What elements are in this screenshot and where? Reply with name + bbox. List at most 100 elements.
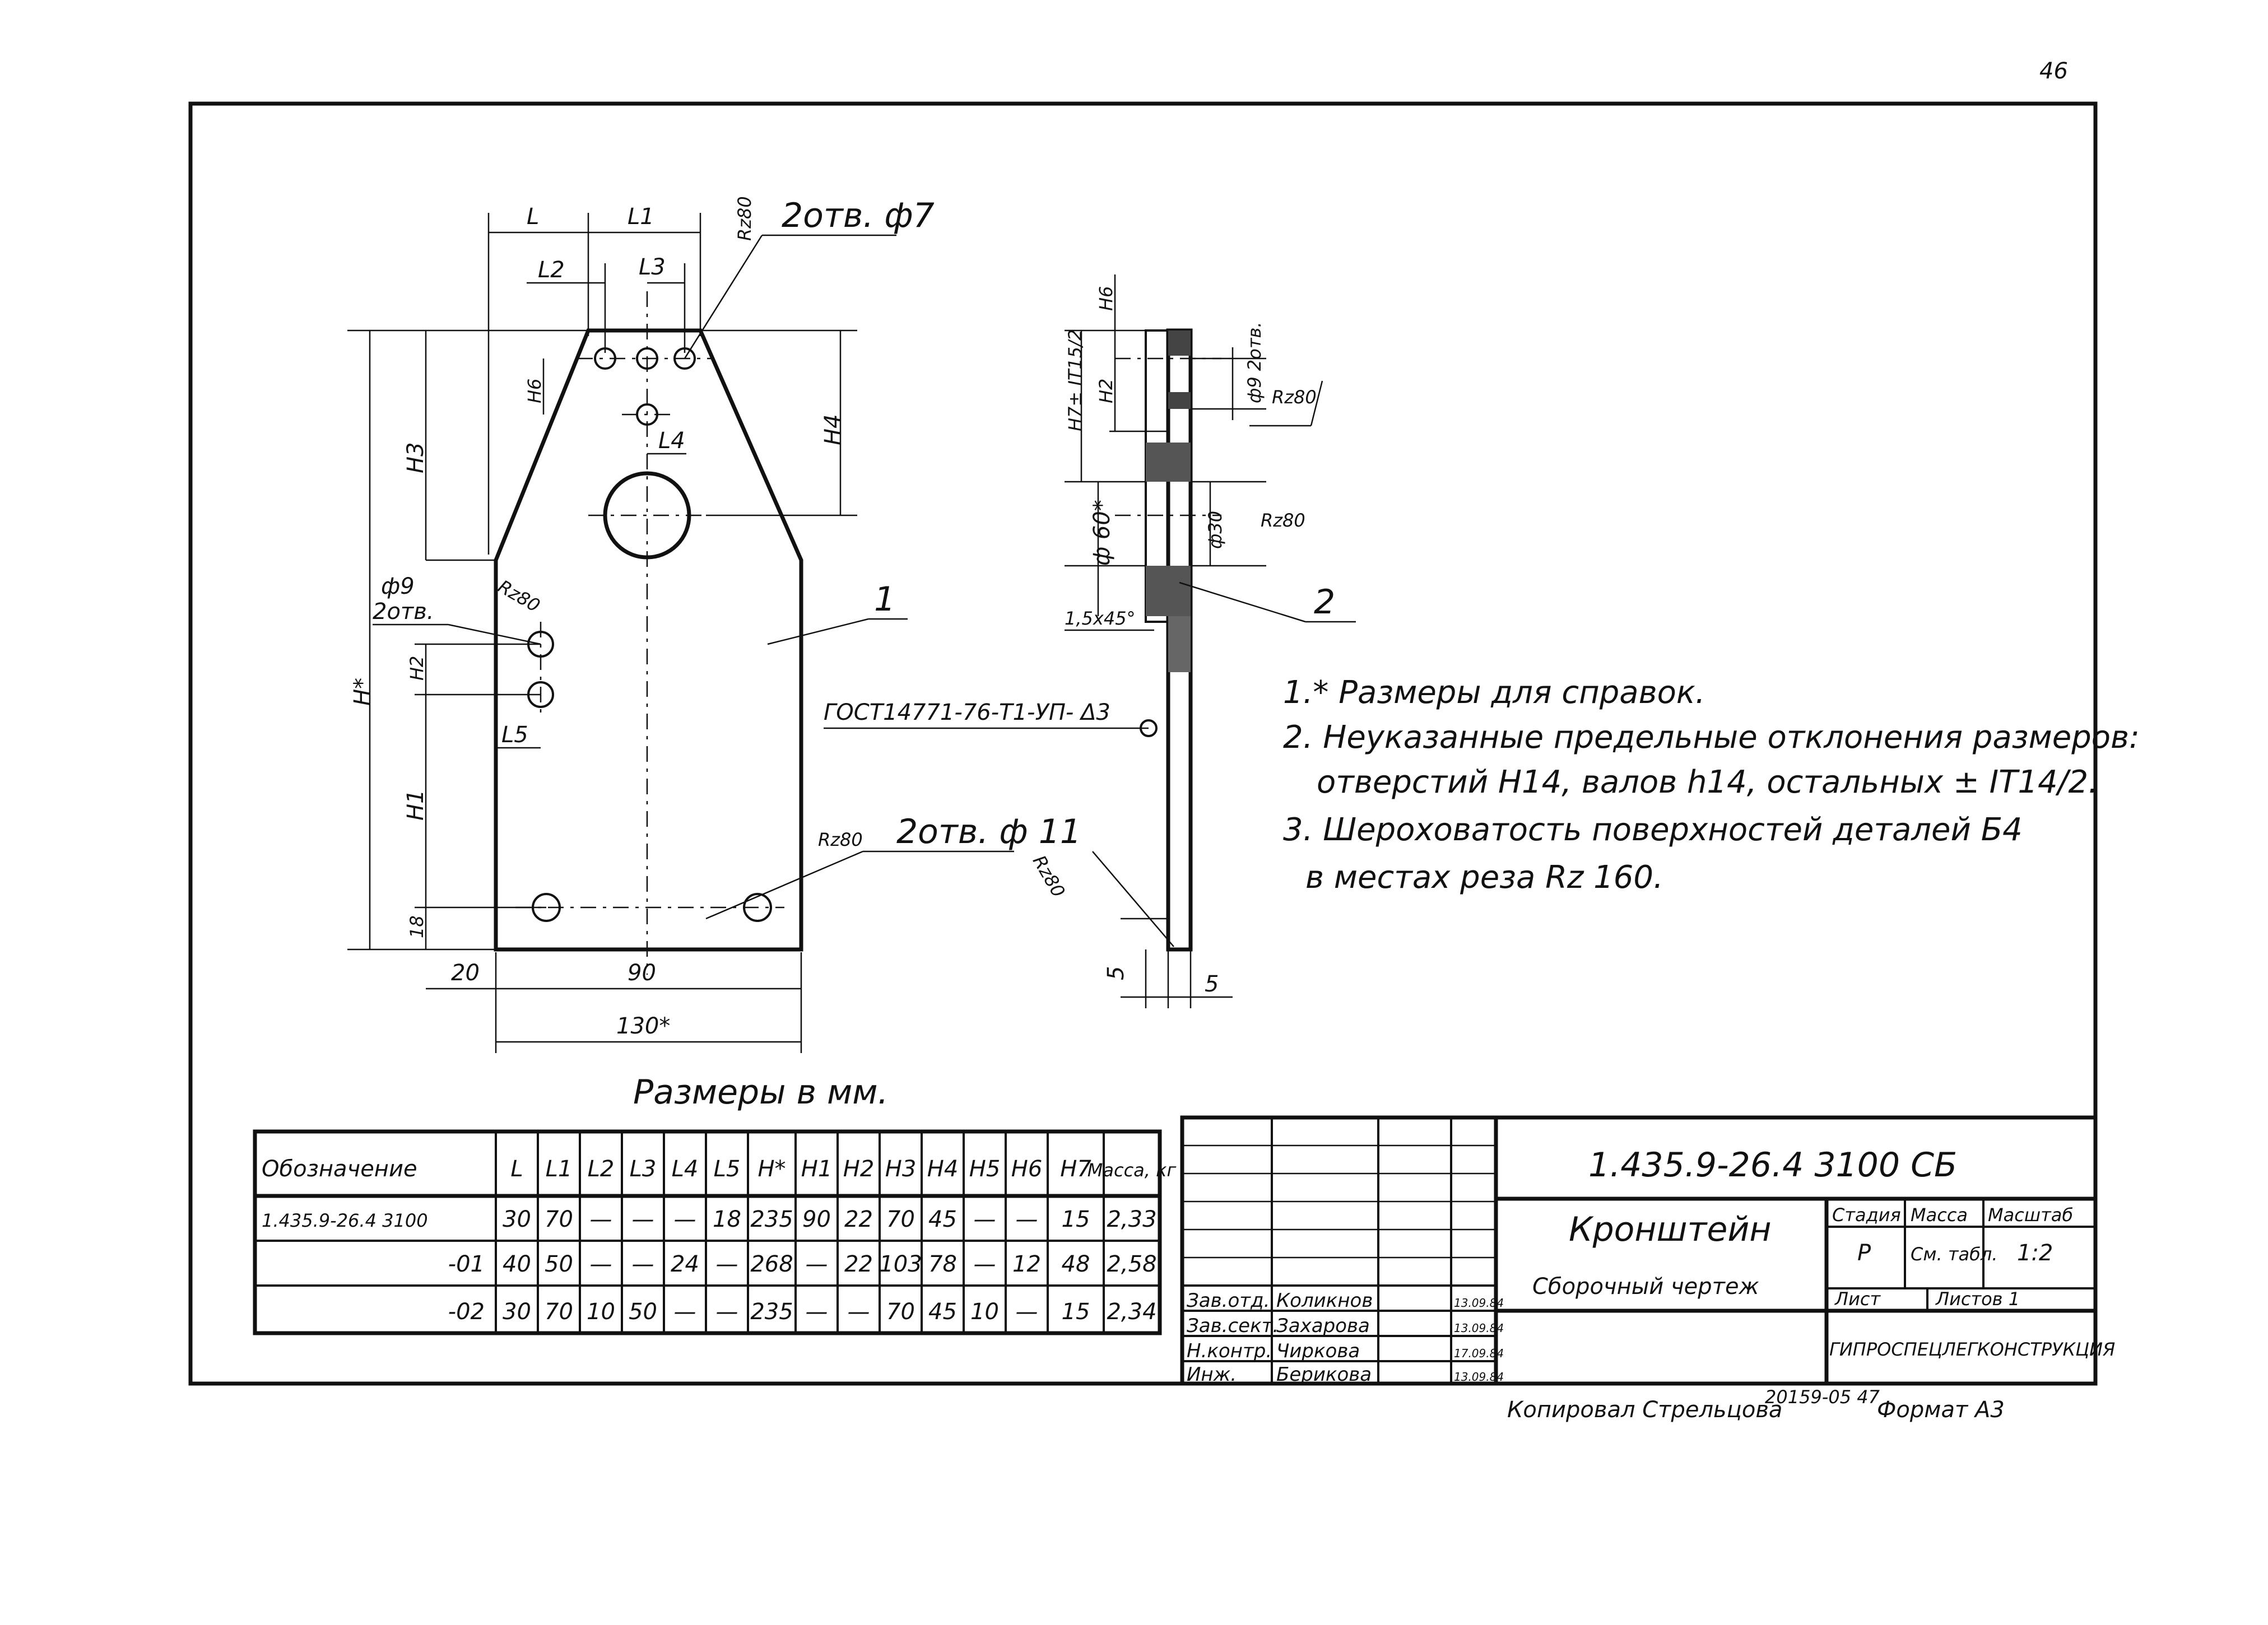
callout-holes-9-left: ф9 xyxy=(381,574,415,599)
dim-L2: L2 xyxy=(538,257,565,283)
signer-date: 13.09.84 xyxy=(1454,1296,1504,1310)
title-block: 1.435.9-26.4 3100 СБ Кронштейн Сборочный… xyxy=(1180,1115,2115,1386)
front-view: L L1 L2 L3 L4 L5 2отв. ф7 Rz80 H* H3 H1 … xyxy=(347,196,1081,1053)
table-cell: 78 xyxy=(928,1251,957,1277)
stage-label: Стадия xyxy=(1832,1204,1901,1226)
table-cell: — xyxy=(590,1251,612,1277)
callout-holes-9-left-count: 2отв. xyxy=(373,599,434,625)
dim-H6-front: H6 xyxy=(524,379,545,403)
table-cell: 1.435.9-26.4 3100 xyxy=(262,1210,428,1231)
weld-callout: ГОСТ14771-76-Т1-УП- Δ3 xyxy=(824,700,1110,725)
table-cell: 15 xyxy=(1062,1207,1090,1232)
dim-H-star: H* xyxy=(350,678,375,706)
note-2-cont: отверстий Н14, валов h14, остальных ± IT… xyxy=(1317,764,2098,800)
table-cell: 22 xyxy=(844,1251,873,1277)
table-header-cell: H2 xyxy=(843,1156,875,1182)
table-cell: 50 xyxy=(629,1299,657,1325)
table-cell: 10 xyxy=(970,1299,999,1325)
callout-holes-7: 2отв. ф7 xyxy=(782,196,935,235)
notes: 1.* Размеры для справок. 2. Неуказанные … xyxy=(1283,674,2140,896)
table-cell: 24 xyxy=(671,1251,699,1277)
signer-role: Н.контр. xyxy=(1187,1340,1272,1362)
table-cell: 2,33 xyxy=(1107,1207,1156,1232)
table-cell: 235 xyxy=(750,1207,793,1232)
table-header-cell: L xyxy=(510,1156,523,1182)
bracket-outline xyxy=(494,328,803,952)
table-cell: 22 xyxy=(844,1207,873,1232)
table-header-cell: L1 xyxy=(546,1156,573,1182)
table-header-cell: H6 xyxy=(1011,1156,1043,1182)
dim-L3: L3 xyxy=(639,254,666,280)
dim-H4: H4 xyxy=(820,414,846,445)
table-cell: 30 xyxy=(503,1299,531,1325)
dim-L1: L1 xyxy=(628,204,654,230)
table-cell: 45 xyxy=(928,1207,957,1232)
doc-code: 1.435.9-26.4 3100 СБ xyxy=(1588,1146,1957,1185)
rz80-side-top: Rz80 xyxy=(1272,387,1317,408)
table-cell: 48 xyxy=(1062,1251,1090,1277)
table-header-cell: H3 xyxy=(885,1156,917,1182)
dim-L5: L5 xyxy=(501,722,528,748)
dim-5a: 5 xyxy=(1103,966,1129,980)
table-cell: 2,58 xyxy=(1107,1251,1156,1277)
table-cell: 70 xyxy=(545,1299,573,1325)
table-cell: 103 xyxy=(879,1251,922,1277)
dim-H1: H1 xyxy=(403,789,429,821)
copied-by: Копировал Стрельцова xyxy=(1507,1397,1782,1423)
signer-name: Чиркова xyxy=(1276,1340,1360,1362)
table-cell: — xyxy=(716,1299,738,1325)
table-cell: — xyxy=(1016,1299,1038,1325)
page-number: 46 xyxy=(2039,58,2068,84)
scale-value: 1:2 xyxy=(2017,1240,2053,1266)
table-cell: 12 xyxy=(1012,1251,1041,1277)
table-cell: 70 xyxy=(886,1299,915,1325)
table-cell: — xyxy=(716,1251,738,1277)
sheet-format: Формат А3 xyxy=(1877,1397,2005,1423)
signer-date: 13.09.84 xyxy=(1454,1321,1504,1335)
table-header-cell: L4 xyxy=(672,1156,699,1182)
dim-H7: H7± IT15/2 xyxy=(1065,329,1086,431)
signer-name: Коликнов xyxy=(1276,1289,1373,1312)
signer-name: Захарова xyxy=(1276,1315,1370,1337)
table-cell: 10 xyxy=(587,1299,615,1325)
table-header-cell: L5 xyxy=(714,1156,741,1182)
sheet-frame xyxy=(188,101,2098,1386)
dim-130: 130* xyxy=(616,1013,670,1039)
sheet-label: Лист xyxy=(1834,1288,1881,1310)
table-cell: — xyxy=(806,1251,828,1277)
units-note: Размеры в мм. xyxy=(633,1073,889,1112)
table-cell: 70 xyxy=(545,1207,573,1232)
table-cell: — xyxy=(632,1251,654,1277)
table-cell: — xyxy=(674,1207,696,1232)
position-2: 2 xyxy=(1314,583,1335,622)
scale-label: Масштаб xyxy=(1988,1204,2073,1226)
table-cell: 2,34 xyxy=(1107,1299,1156,1325)
rz80-top: Rz80 xyxy=(734,196,755,241)
dim-H3: H3 xyxy=(403,442,429,473)
sheets-label: Листов 1 xyxy=(1935,1288,2020,1310)
callout-holes-9-right: ф9 2отв. xyxy=(1244,322,1265,404)
signer-role: Инж. xyxy=(1187,1363,1237,1386)
signer-name: Берикова xyxy=(1276,1363,1372,1386)
table-header-cell: H1 xyxy=(801,1156,833,1182)
table-cell: 45 xyxy=(928,1299,957,1325)
table-cell: 15 xyxy=(1062,1299,1090,1325)
dim-5b: 5 xyxy=(1205,971,1219,997)
table-cell: — xyxy=(806,1299,828,1325)
dim-90: 90 xyxy=(628,960,656,986)
organization: ГИПРОСПЕЦЛЕГКОНСТРУКЦИЯ xyxy=(1829,1339,2115,1360)
table-cell: — xyxy=(974,1251,996,1277)
signer-role: Зав.сект. xyxy=(1187,1315,1279,1337)
position-1: 1 xyxy=(874,580,895,619)
signer-role: Зав.отд. xyxy=(1187,1289,1270,1312)
dim-L4: L4 xyxy=(658,428,685,454)
rz80-side-mid: Rz80 xyxy=(1261,510,1305,531)
dim-chamfer: 1,5x45° xyxy=(1065,608,1136,629)
table-header-cell: L3 xyxy=(630,1156,657,1182)
rz80-bottom: Rz80 xyxy=(818,829,863,850)
mass-label: Масса xyxy=(1911,1204,1968,1226)
table-cell: -02 xyxy=(448,1299,485,1325)
signer-date: 13.09.84 xyxy=(1454,1370,1504,1384)
dim-20: 20 xyxy=(451,960,480,986)
